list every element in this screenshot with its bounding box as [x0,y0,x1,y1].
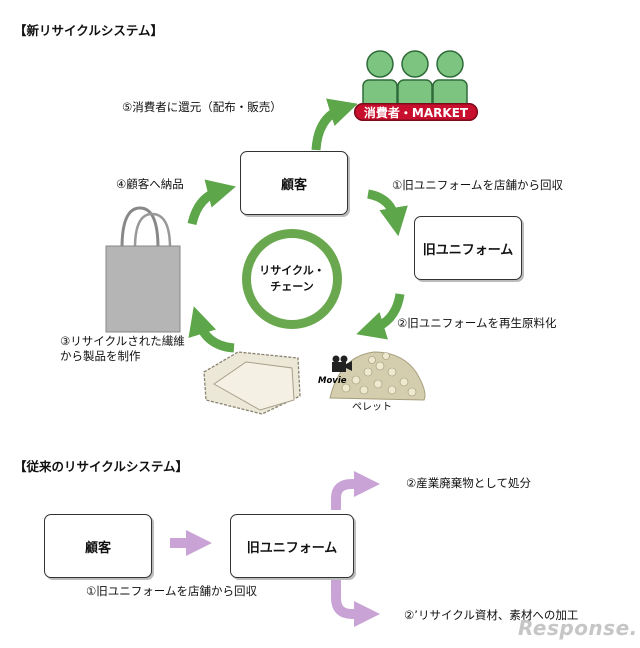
recycle-chain-ring: リサイクル・チェーン [242,229,342,329]
arrow-customer-to-market [311,98,358,151]
pellet-pile-icon [329,351,426,401]
fabric-sheet-icon [203,351,301,415]
ring-label-line2: チェーン [270,280,314,293]
pellet-label: ペレット [352,402,392,413]
step3-label-line2: から製品を制作 [60,349,141,363]
old-customer-box: 顧客 [44,514,152,578]
old-uniform-box: 旧ユニフォーム [230,514,354,578]
step3-label-line1: ③リサイクルされた繊維 [60,334,185,348]
arrow-bag-to-customer [187,179,236,226]
movie-camera-icon [332,355,352,372]
market-banner: 消費者・MARKET [354,103,478,121]
old-step2-label: ②産業廃棄物として処分 [406,476,531,490]
step5-label: ⑤消費者に還元（配布・販売） [122,100,282,114]
ring-label-line1: リサイクル・ [259,264,325,278]
old-system-title: 【従来のリサイクルシステム】 [14,459,189,474]
new-system-title: 【新リサイクルシステム】 [14,23,164,38]
arrow-to-disposal [331,471,380,510]
movie-label: Movie [318,376,347,386]
arrow-to-recycle-material [331,580,380,628]
step4-label: ④顧客へ納品 [116,177,184,191]
step2-label: ②旧ユニフォームを再生原料化 [397,316,557,330]
tote-bag-icon [105,206,181,333]
customer-box: 顧客 [240,151,348,215]
old-step2-alt-label: ②’リサイクル資材、素材への加工 [404,608,579,622]
arrow-fabric-to-bag [188,306,235,353]
old-uniform-box: 旧ユニフォーム [414,216,522,280]
old-step1-label: ①旧ユニフォームを店舗から回収 [86,584,257,598]
arrow-uniform-to-pellet [356,293,405,340]
step1-label: ①旧ユニフォームを店舗から回収 [392,178,563,192]
arrow-customer-to-uniform [367,189,408,237]
response-watermark: Response. [518,616,638,640]
